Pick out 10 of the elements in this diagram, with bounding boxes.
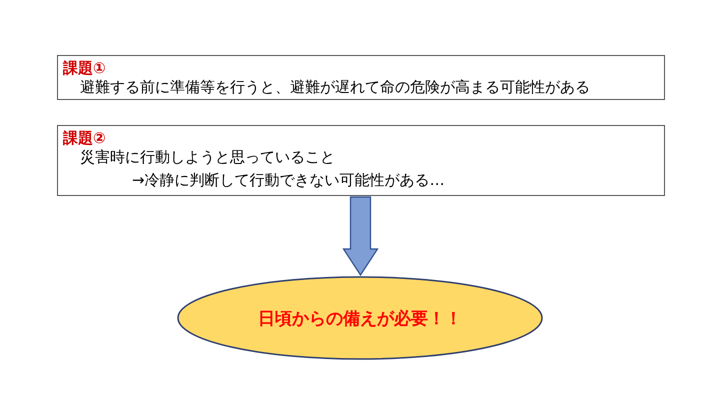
block-arrow — [342, 196, 379, 276]
body-text: 避難する前に準備等を行うと、避難が遅れて命の危険が高まる可能性がある — [80, 78, 590, 96]
heading: 課題② — [63, 129, 106, 147]
body-text: →冷静に判断して行動できない可能性がある… — [132, 171, 445, 189]
text-box — [57, 55, 665, 100]
body-text: 災害時に行動しようと思っていること — [80, 148, 335, 166]
text-box — [57, 125, 665, 196]
heading: 課題① — [63, 59, 106, 77]
conclusion-ellipse — [177, 276, 543, 360]
conclusion-text: 日頃からの備えが必要！！ — [258, 308, 462, 330]
